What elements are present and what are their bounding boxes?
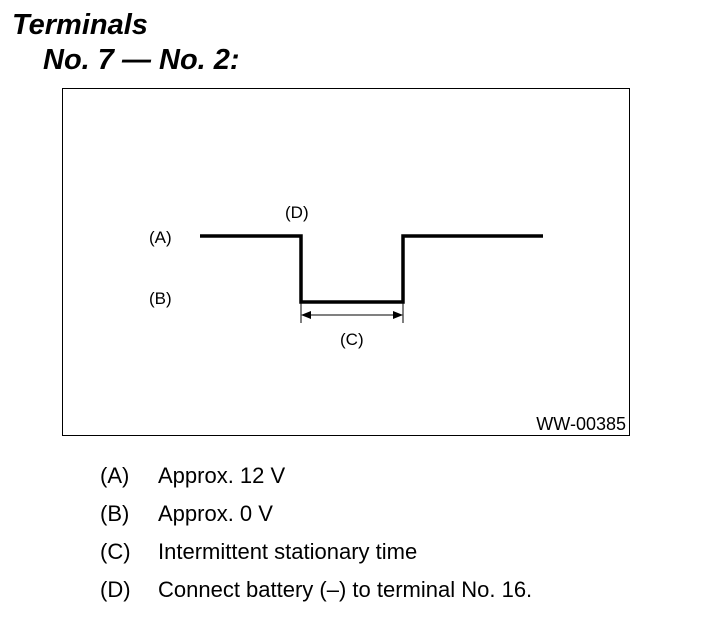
- diagram-frame: [62, 88, 630, 436]
- legend-text: Intermittent stationary time: [158, 539, 418, 564]
- title-terminal-numbers: No. 7 — No. 2:: [43, 44, 240, 76]
- legend-key: (C): [100, 539, 131, 564]
- label-b: (B): [149, 289, 172, 308]
- title-terminals: Terminals: [12, 9, 148, 41]
- legend-text: Approx. 0 V: [158, 501, 273, 526]
- legend-key: (B): [100, 501, 130, 526]
- legend-key: (D): [100, 577, 131, 602]
- voltage-waveform: [200, 234, 543, 304]
- label-c: (C): [340, 330, 364, 349]
- figure-code: WW-00385: [536, 414, 626, 434]
- label-d: (D): [285, 203, 309, 222]
- label-a: (A): [149, 228, 172, 247]
- legend-text: Connect battery (–) to terminal No. 16.: [158, 577, 533, 602]
- legend-key: (A): [100, 463, 130, 488]
- legend-text: Approx. 12 V: [158, 463, 286, 488]
